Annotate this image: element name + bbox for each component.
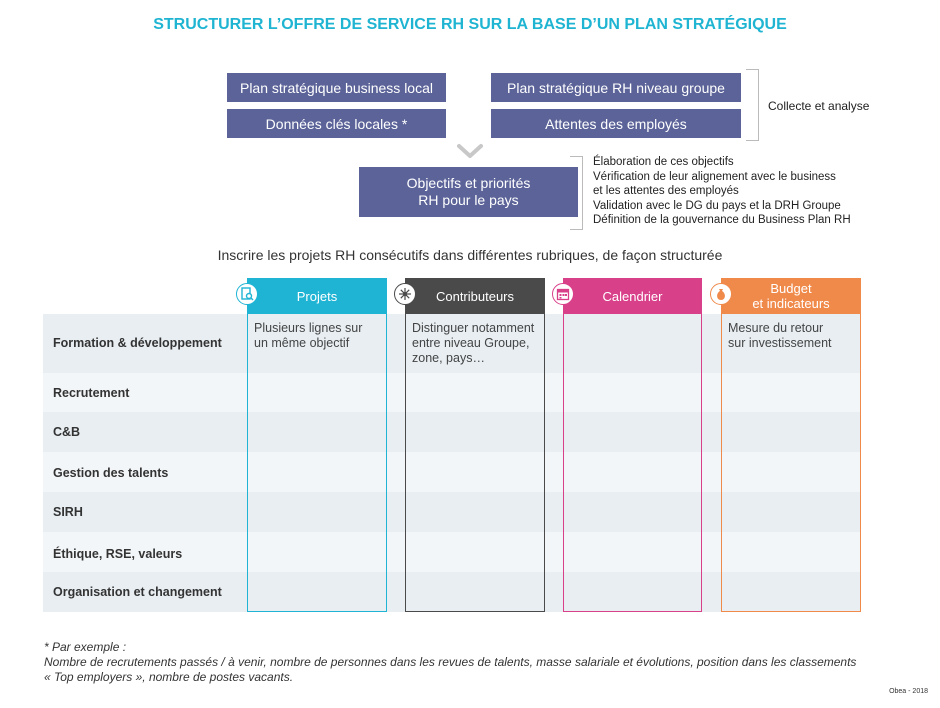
footnote-line: « Top employers », nombre de postes vaca…: [44, 670, 294, 684]
cell-line: zone, pays…: [412, 351, 485, 365]
column-header-contributeurs: Contributeurs: [405, 278, 545, 314]
step-item: Élaboration de ces objectifs: [593, 156, 734, 168]
row-label-formation: Formation & développement: [53, 336, 222, 350]
document-search-icon: [236, 283, 258, 305]
column-label-line2: et indicateurs: [752, 296, 830, 311]
collecte-bracket: [746, 69, 759, 141]
column-label: Projets: [296, 288, 338, 304]
step-item: et les attentes des employés: [593, 185, 739, 197]
box-label: Attentes des employés: [545, 115, 687, 132]
row-label-recrutement: Recrutement: [53, 386, 130, 400]
box-plan-rh-groupe: Plan stratégique RH niveau groupe: [491, 73, 741, 102]
cell-contributeurs-formation: Distinguer notamment entre niveau Groupe…: [412, 321, 534, 366]
footnote-marker: * Par exemple :: [44, 640, 127, 654]
column-contributeurs-outline: [405, 314, 545, 612]
column-header-calendrier: Calendrier: [563, 278, 702, 314]
row-band: [43, 452, 860, 492]
box-objectifs-rh: Objectifs et priorités RH pour le pays: [359, 167, 578, 217]
cell-line: entre niveau Groupe,: [412, 336, 530, 350]
money-bag-icon: [710, 283, 732, 305]
box-label: Données clés locales *: [265, 115, 408, 132]
calendar-icon: [552, 283, 574, 305]
row-band: [43, 532, 860, 572]
chevron-down-icon: [457, 144, 483, 158]
section-subtitle: Inscrire les projets RH consécutifs dans…: [217, 247, 723, 263]
cell-projets-formation: Plusieurs lignes sur un même objectif: [254, 321, 362, 351]
column-projets-outline: [247, 314, 387, 612]
column-label-line1: Budget: [770, 281, 812, 296]
objectifs-bracket: [570, 156, 583, 230]
cell-line: Plusieurs lignes sur: [254, 321, 363, 335]
row-band: [43, 572, 860, 612]
row-label-cb: C&B: [53, 425, 81, 439]
page-title: STRUCTURER L’OFFRE DE SERVICE RH SUR LA …: [153, 16, 787, 33]
row-label-ethique: Éthique, RSE, valeurs: [53, 547, 183, 561]
cell-line: un même objectif: [254, 336, 350, 350]
box-attentes-employes: Attentes des employés: [491, 109, 741, 138]
row-band: [43, 492, 860, 532]
row-band: [43, 412, 860, 452]
column-budget-outline: [721, 314, 861, 612]
footnote-line: Nombre de recrutements passés / à venir,…: [44, 655, 857, 669]
collecte-label: Collecte et analyse: [768, 99, 870, 113]
step-item: Validation avec le DG du pays et la DRH …: [593, 199, 841, 212]
box-plan-business-local: Plan stratégique business local: [227, 73, 446, 102]
box-label-line2: RH pour le pays: [418, 192, 519, 208]
step-item: Vérification de leur alignement avec le …: [593, 170, 836, 183]
cell-budget-formation: Mesure du retour sur investissement: [728, 321, 832, 351]
cell-line: sur investissement: [728, 336, 832, 350]
network-icon: [394, 283, 416, 305]
cell-line: Distinguer notamment: [412, 321, 535, 335]
column-calendrier-outline: [563, 314, 702, 612]
column-header-projets: Projets: [247, 278, 387, 314]
box-donnees-locales: Données clés locales *: [227, 109, 446, 138]
row-label-organisation: Organisation et changement: [53, 585, 222, 599]
row-band: [43, 373, 860, 412]
cell-line: Mesure du retour: [728, 321, 824, 335]
box-label-line1: Objectifs et priorités: [406, 175, 531, 191]
row-label-sirh: SIRH: [53, 505, 83, 519]
row-band: [43, 314, 860, 373]
column-label: Calendrier: [602, 288, 663, 304]
credit: Obea - 2018: [889, 688, 928, 695]
objectifs-steps: Élaboration de ces objectifs Vérificatio…: [593, 155, 851, 228]
column-header-budget: Budget et indicateurs: [721, 278, 861, 314]
column-label: Contributeurs: [435, 288, 515, 304]
row-label-talents: Gestion des talents: [53, 466, 169, 480]
box-label: Plan stratégique RH niveau groupe: [507, 79, 725, 96]
box-label: Plan stratégique business local: [239, 79, 433, 96]
step-item: Définition de la gouvernance du Business…: [593, 214, 851, 226]
